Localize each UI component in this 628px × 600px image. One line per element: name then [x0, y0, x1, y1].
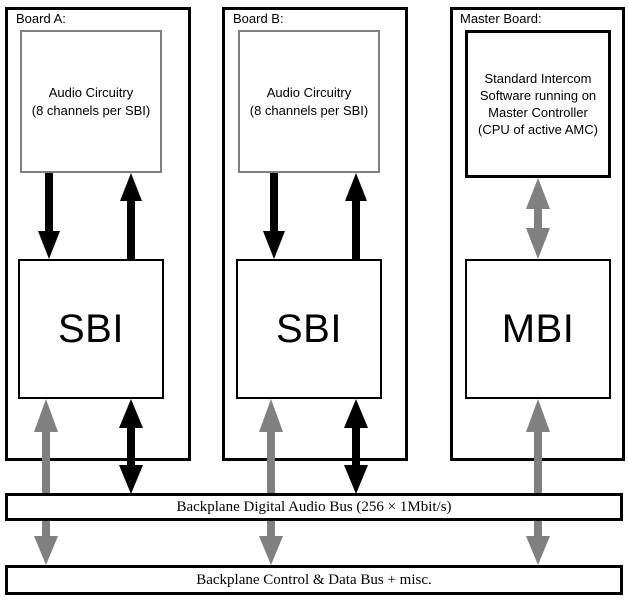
arrow-audiobus-to-controlbus-middle — [258, 521, 284, 565]
master-software-line4: (CPU of active AMC) — [478, 122, 598, 138]
board-b-sbi-box: SBI — [236, 259, 382, 399]
board-b-audio-line2: (8 channels per SBI) — [249, 102, 369, 118]
arrow-m-software-mbi — [525, 178, 551, 259]
board-a-audio-line2: (8 channels per SBI) — [31, 102, 151, 118]
board-b-audio-circuitry-text: Audio Circuitry (8 channels per SBI) — [250, 84, 369, 118]
arrow-b-audio-to-sbi — [262, 173, 286, 259]
master-software-text: Standard Intercom Software running on Ma… — [478, 70, 598, 139]
arrow-a-audio-to-sbi — [37, 173, 61, 259]
master-software-line2: Software running on — [479, 87, 597, 103]
arrow-a-sbi-to-audio — [119, 173, 143, 259]
audio-bus-label: Backplane Digital Audio Bus (256 × 1Mbit… — [176, 498, 452, 515]
board-b-audio-line1: Audio Circuitry — [266, 85, 352, 101]
board-a-label: Board A: — [16, 11, 66, 26]
arrow-b-sbi-audiobus — [343, 399, 369, 494]
master-mbi-label: MBI — [501, 306, 575, 351]
master-software-box: Standard Intercom Software running on Ma… — [465, 30, 611, 178]
master-software-line1: Standard Intercom — [484, 70, 592, 86]
board-a-audio-circuitry-text: Audio Circuitry (8 channels per SBI) — [32, 84, 151, 118]
arrow-a-control-to-sbi — [33, 399, 59, 494]
board-b-label: Board B: — [233, 11, 284, 26]
control-bus-label: Backplane Control & Data Bus + misc. — [196, 571, 432, 588]
control-bus-bar: Backplane Control & Data Bus + misc. — [5, 565, 623, 595]
board-a-sbi-box: SBI — [18, 259, 164, 399]
board-a-audio-circuitry-box: Audio Circuitry (8 channels per SBI) — [20, 30, 162, 173]
board-a-audio-line1: Audio Circuitry — [48, 85, 134, 101]
board-a-sbi-label: SBI — [58, 306, 124, 351]
arrow-audiobus-to-controlbus-left — [33, 521, 59, 565]
arrow-audiobus-to-controlbus-right — [525, 521, 551, 565]
board-b-sbi-label: SBI — [276, 306, 342, 351]
arrow-m-mbi-to-buses — [525, 399, 551, 494]
master-board-label: Master Board: — [460, 11, 542, 26]
arrow-b-control-to-sbi — [258, 399, 284, 494]
audio-bus-bar: Backplane Digital Audio Bus (256 × 1Mbit… — [5, 493, 623, 521]
arrow-a-sbi-audiobus — [118, 399, 144, 494]
arrow-b-sbi-to-audio — [344, 173, 368, 259]
board-b-audio-circuitry-box: Audio Circuitry (8 channels per SBI) — [238, 30, 380, 173]
master-software-line3: Master Controller — [488, 105, 588, 120]
master-mbi-box: MBI — [465, 259, 611, 399]
